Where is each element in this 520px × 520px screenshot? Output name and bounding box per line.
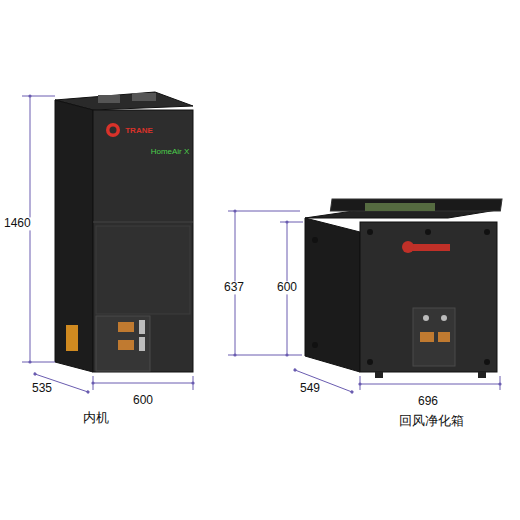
brand-logo: TRANE [125,127,153,136]
unit-caption: 内机 [81,411,111,425]
depth-dimension: 535 [31,382,53,395]
height-dimension: 1460 [3,217,32,230]
depth-dimension: 549 [299,382,321,395]
width-dimension: 600 [132,394,154,407]
model-name: HomeAir X [151,148,190,157]
height-dimension: 637 [223,281,245,294]
width-dimension: 696 [417,395,439,408]
indoor-unit [55,92,193,372]
height-dimension: 600 [276,281,298,294]
dimension-lines [22,96,500,392]
unit-caption: 回风净化箱 [397,414,466,428]
return-air-box [305,199,502,378]
